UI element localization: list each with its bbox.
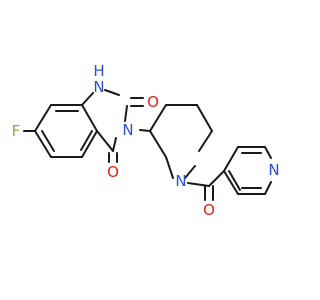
bond — [81, 130, 98, 158]
bond-double-inner — [80, 130, 93, 151]
bond — [34, 130, 52, 158]
bond — [198, 130, 213, 152]
bond — [165, 156, 174, 179]
bond — [139, 129, 151, 132]
molecule-structure: H N O N O F N O N — [12, 62, 280, 219]
fluorine-label: F — [12, 122, 21, 140]
bond — [149, 104, 167, 132]
bond — [104, 89, 120, 96]
hydrogen-label: H — [93, 62, 104, 80]
nitrogen-label: N — [268, 161, 279, 179]
oxygen-label: O — [203, 201, 215, 219]
bond — [124, 105, 128, 122]
bond-double-inner — [228, 170, 241, 191]
bond — [208, 170, 225, 187]
nitrogen-label: N — [175, 172, 186, 190]
atom-labels: H N O N O F N O N — [12, 62, 280, 219]
bond — [223, 170, 239, 195]
nitrogen-label: N — [122, 121, 133, 139]
bond — [112, 137, 117, 152]
bond — [149, 130, 167, 158]
bond — [34, 104, 52, 132]
bonds — [23, 89, 272, 201]
bond-double-inner — [41, 130, 55, 152]
bond — [264, 146, 272, 159]
oxygen-label: O — [107, 163, 119, 181]
bond — [196, 104, 213, 132]
nitrogen-label: N — [93, 78, 104, 96]
bond — [223, 146, 239, 172]
bond — [96, 130, 114, 152]
bond — [81, 92, 94, 106]
bond — [81, 104, 98, 132]
bond — [184, 165, 196, 179]
bond — [264, 181, 272, 195]
oxygen-label: O — [147, 93, 159, 111]
